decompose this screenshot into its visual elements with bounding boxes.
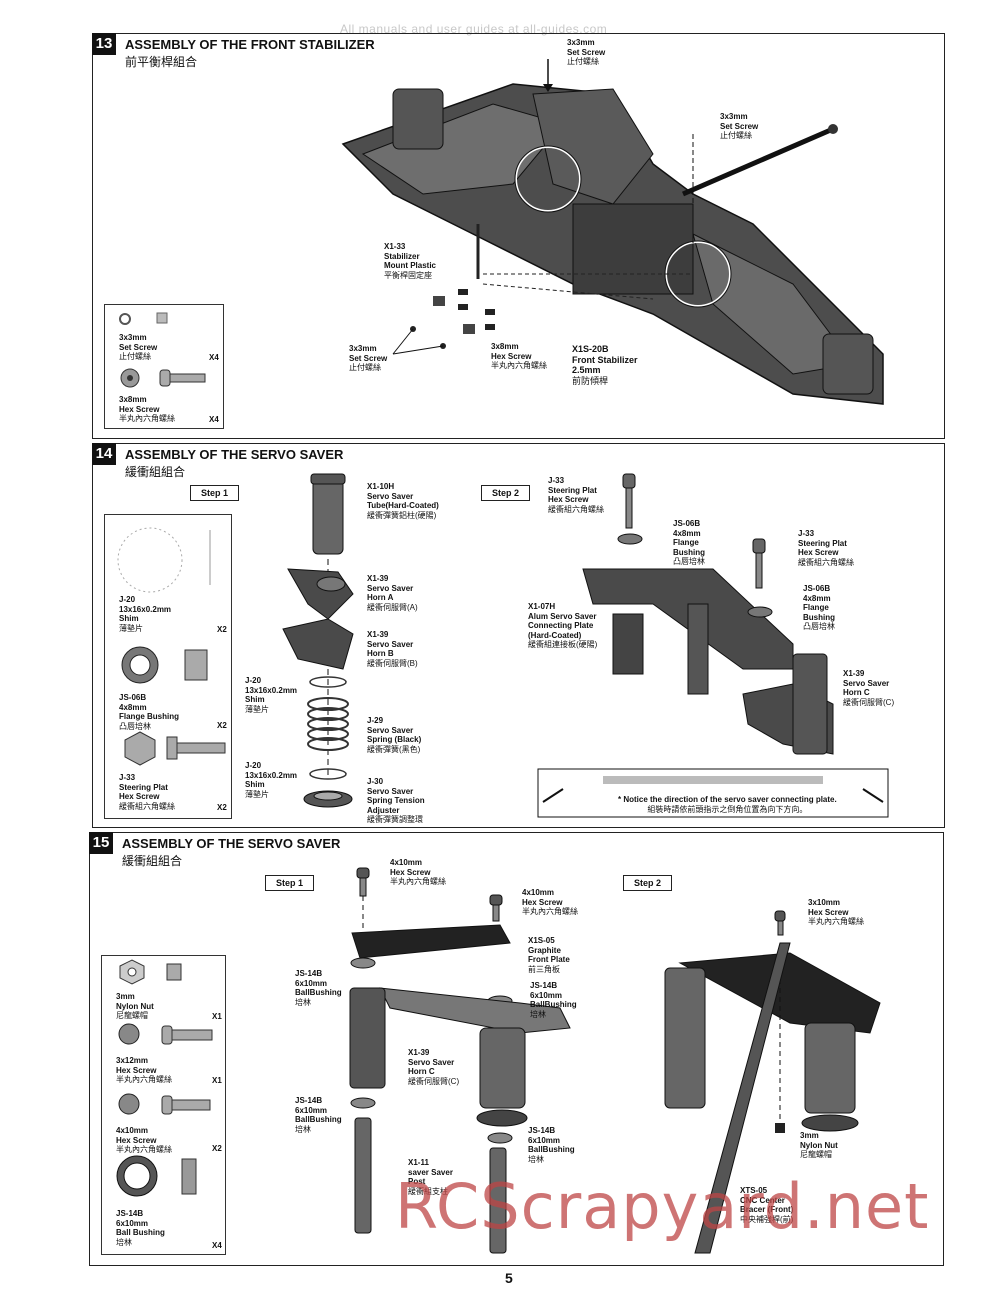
set-screw-icon (119, 313, 131, 325)
servo-saver-15-illustration (349, 867, 881, 1254)
section-13: 13 ASSEMBLY OF THE FRONT STABILIZER 前平衡桿… (92, 33, 945, 439)
page-number: 5 (505, 1270, 513, 1286)
part-qty: X4 (209, 415, 219, 424)
part-qty: X4 (209, 353, 219, 362)
front-stabilizer-illustration (341, 59, 884, 405)
part-qty: X2 (217, 721, 227, 730)
step-1-badge: Step 1 (265, 875, 315, 891)
section-subtitle: 前平衡桿組合 (125, 55, 198, 69)
part-qty: X1 (212, 1076, 222, 1085)
section-subtitle: 緩衝組組合 (125, 465, 186, 479)
brand-watermark: RCScrapyard.net (395, 1170, 930, 1243)
hex-screw-icon (118, 1023, 140, 1045)
section-subtitle: 緩衝組組合 (122, 854, 183, 868)
part-qty: X4 (212, 1241, 222, 1250)
section-15: 15 ASSEMBLY OF THE SERVO SAVER 緩衝組組合 Ste… (89, 832, 944, 1266)
step-2-badge: Step 2 (481, 485, 531, 501)
servo-saver-step1-illustration (282, 473, 889, 818)
part-qty: X1 (212, 1012, 222, 1021)
shim-icon (117, 527, 183, 593)
part-qty: X2 (212, 1144, 222, 1153)
notice-text: * Notice the direction of the servo save… (618, 795, 837, 814)
section-14: 14 ASSEMBLY OF THE SERVO SAVER 緩衝組組合 Ste… (92, 443, 945, 828)
section-title: ASSEMBLY OF THE SERVO SAVER (122, 836, 341, 851)
hex-screw-icon (159, 369, 171, 387)
step-number: 15 (89, 832, 113, 854)
part-qty: X2 (217, 625, 227, 634)
flange-bushing-icon (129, 654, 151, 676)
step-number: 14 (92, 443, 116, 465)
section-title: ASSEMBLY OF THE FRONT STABILIZER (125, 37, 375, 52)
section-title: ASSEMBLY OF THE SERVO SAVER (125, 447, 344, 462)
step-number: 13 (92, 33, 116, 55)
hex-screw-icon (124, 731, 156, 766)
part-qty: X2 (217, 803, 227, 812)
top-watermark: All manuals and user guides at all-guide… (340, 22, 608, 36)
step-2-badge: Step 2 (623, 875, 673, 891)
step-1-badge: Step 1 (190, 485, 240, 501)
